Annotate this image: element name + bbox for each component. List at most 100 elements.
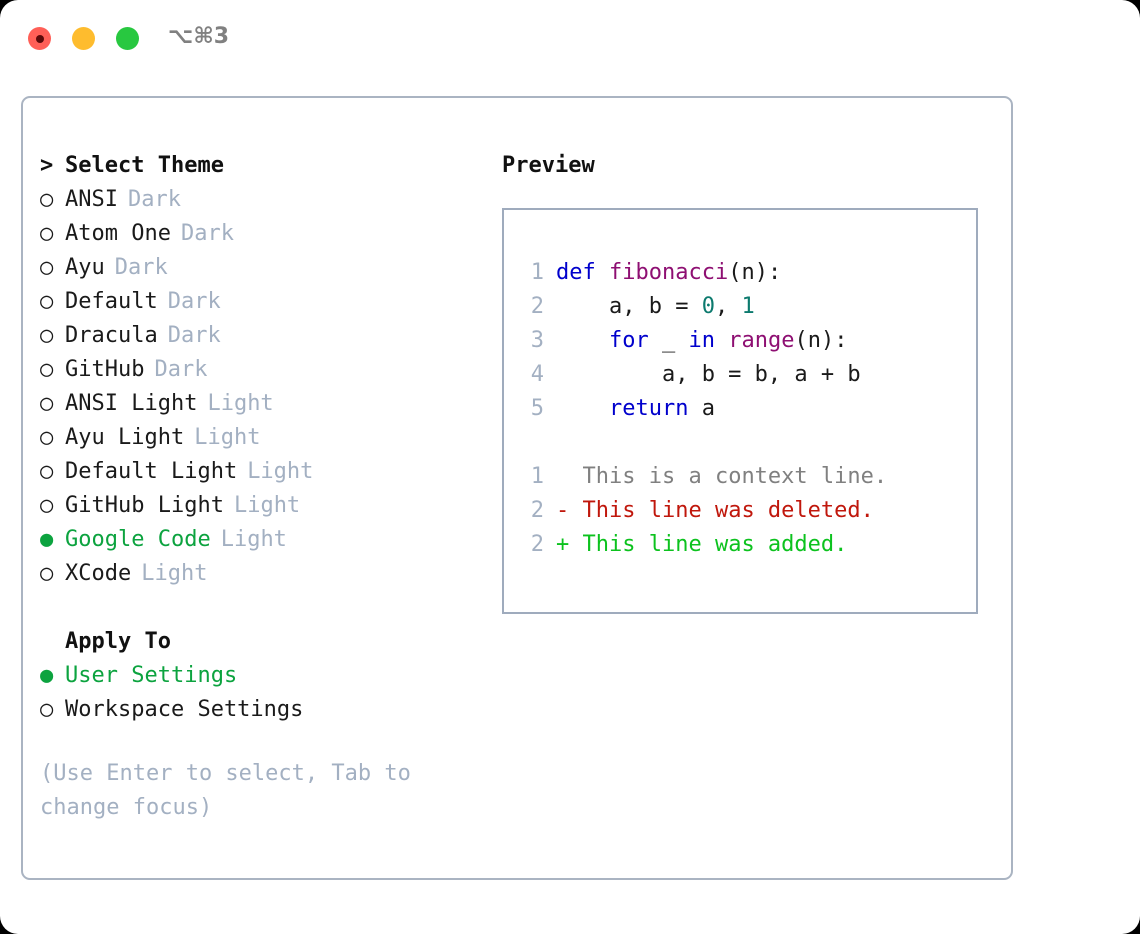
diff-sample: 1 This is a context line.2- This line wa… [518,460,970,562]
theme-name-label: Atom One [65,221,171,246]
radio-selected-icon: ● [40,527,54,552]
line-number: 2 [530,498,544,523]
code-token [715,328,728,353]
theme-variant-tag: Light [141,561,208,586]
code-token: a, b = [556,294,702,319]
apply-to-option[interactable]: ● User Settings [40,659,490,693]
apply-to-label: User Settings [65,663,238,688]
theme-variant-tag: Dark [114,255,168,280]
close-button[interactable] [28,27,51,50]
code-line: 3 for _ in range(n): [518,324,970,358]
diff-line: 2- This line was deleted. [518,494,970,528]
diff-marker [556,460,583,494]
apply-to-header: ○ Apply To [40,625,490,659]
code-line: 5 return a [518,392,970,426]
radio-unselected-icon: ○ [40,459,54,484]
radio-unselected-icon: ○ [40,289,54,314]
apply-to-list: ● User Settings ○Workspace Settings [40,659,490,727]
code-token [556,396,609,421]
minimize-button[interactable] [72,27,95,50]
radio-unselected-icon: ○ [40,255,54,280]
code-token: (n): [794,328,848,353]
code-token: def [556,260,609,285]
diff-text: This line was deleted. [582,498,874,523]
keyboard-shortcut-label: ⌥⌘3 [168,24,230,49]
theme-list-item[interactable]: ○ Atom One Dark [40,217,490,251]
maximize-button[interactable] [116,27,139,50]
code-token: for [608,328,649,353]
diff-text: This line was added. [582,532,848,557]
theme-name-label: Google Code [65,527,211,552]
diff-line: 2 + This line was added. [518,528,970,562]
theme-list-item[interactable]: ● Google Code Light [40,523,490,557]
theme-variant-tag: Light [220,527,287,552]
theme-name-label: GitHub Light [65,493,224,518]
apply-to-option[interactable]: ○Workspace Settings [40,693,490,727]
theme-list-item[interactable]: ○ XCode Light [40,557,490,591]
code-text: for _ in range(n): [556,324,847,358]
diff-marker: + [556,532,583,557]
theme-variant-tag: Dark [180,221,234,246]
apply-to-title: Apply To [65,629,171,654]
diff-marker: - [556,498,583,523]
theme-name-label: Default [65,289,158,314]
theme-variant-tag: Dark [167,289,221,314]
code-text: a, b = b, a + b [556,358,861,392]
theme-list-item[interactable]: ○ GitHub Light Light [40,489,490,523]
radio-unselected-icon: ○ [40,561,54,586]
theme-list-item[interactable]: ○ Default Dark [40,285,490,319]
radio-unselected-icon: ○ [40,697,54,722]
radio-unselected-icon: ○ [40,187,54,212]
code-token: a [688,396,715,421]
line-number: 5 [530,396,544,421]
code-line: 2 a, b = 0, 1 [518,290,970,324]
code-line: 4 a, b = b, a + b [518,358,970,392]
radio-unselected-icon: ○ [40,221,54,246]
traffic-light-buttons [28,27,139,50]
line-number: 1 [530,464,544,489]
code-token: _ [648,328,689,353]
code-text: def fibonacci(n): [556,256,781,290]
preview-title: Preview [502,153,595,178]
line-number: 4 [530,362,544,387]
theme-list-item[interactable]: ○ ANSI Light Light [40,387,490,421]
theme-name-label: Ayu [65,255,105,280]
code-token [556,328,609,353]
theme-variant-tag: Light [233,493,301,518]
theme-name-label: GitHub [65,357,145,382]
theme-variant-tag: Light [207,391,274,416]
theme-name-label: ANSI Light [65,391,198,416]
theme-name-label: XCode [65,561,132,586]
diff-line: 1 This is a context line. [518,460,970,494]
keyboard-hint-text: (Use Enter to select, Tab to change focu… [40,761,425,820]
title-bar: ⌥⌘3 [0,0,1140,78]
line-number: 3 [530,328,544,353]
line-number: 2 [530,532,544,557]
theme-variant-tag: Light [194,425,261,450]
line-number: 2 [530,294,544,319]
theme-name-label: Dracula [65,323,158,348]
diff-text: This is a context line. [582,464,888,489]
theme-variant-tag: Light [247,459,314,484]
theme-picker-header: > Select Theme [40,149,490,183]
theme-list-item[interactable]: ○ Ayu Dark [40,251,490,285]
theme-name-label: ANSI [65,187,118,212]
theme-picker-title: Select Theme [65,153,224,178]
radio-unselected-icon: ○ [40,391,54,416]
theme-variant-tag: Dark [154,357,208,382]
code-text: return a [556,392,715,426]
code-token: 1 [741,294,755,319]
radio-selected-icon: ● [40,663,54,688]
radio-unselected-icon: ○ [40,493,54,518]
